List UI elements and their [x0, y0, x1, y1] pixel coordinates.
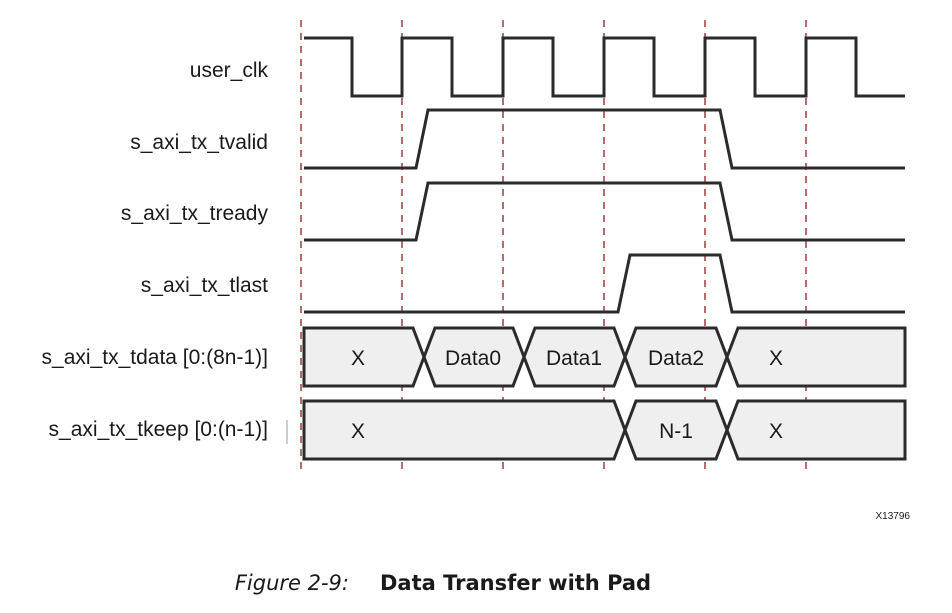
waveform-tlast	[304, 253, 905, 314]
bus-value: Data2	[648, 347, 704, 370]
bus-segment	[725, 326, 907, 388]
bus-segment	[725, 399, 907, 461]
signal-labels: user_clk s_axi_tx_tvalid s_axi_tx_tready…	[42, 59, 269, 441]
waveform-tvalid	[304, 108, 905, 170]
bus-value: Data0	[445, 347, 501, 370]
signal-label-tready: s_axi_tx_tready	[121, 202, 269, 225]
waveform-user-clk	[304, 36, 905, 98]
bus-value: X	[351, 347, 365, 370]
signal-label-user-clk: user_clk	[190, 59, 269, 82]
clock-edge-markers	[300, 20, 807, 475]
bus-segment	[302, 326, 426, 388]
signal-label-tkeep: s_axi_tx_tkeep [0:(n-1)]	[49, 418, 268, 441]
bus-value: X	[769, 347, 783, 370]
signal-label-tlast: s_axi_tx_tlast	[141, 274, 268, 297]
bus-value: X	[351, 420, 365, 443]
bus-segment	[302, 399, 627, 461]
signal-label-tvalid: s_axi_tx_tvalid	[130, 131, 268, 154]
caption-number: Figure 2-9:	[235, 571, 349, 595]
waveform-tkeep: X N-1 X	[286, 399, 907, 461]
figure-id: X13796	[876, 511, 911, 522]
waveform-tdata: X Data0 Data1 Data2 X	[302, 326, 907, 388]
bus-value: N-1	[659, 420, 693, 443]
bus-value: X	[769, 420, 783, 443]
bus-value: Data1	[546, 347, 602, 370]
waveform-tready	[304, 181, 905, 242]
signal-label-tdata: s_axi_tx_tdata [0:(8n-1)]	[42, 346, 268, 369]
caption-title: Data Transfer with Pad	[380, 571, 651, 595]
